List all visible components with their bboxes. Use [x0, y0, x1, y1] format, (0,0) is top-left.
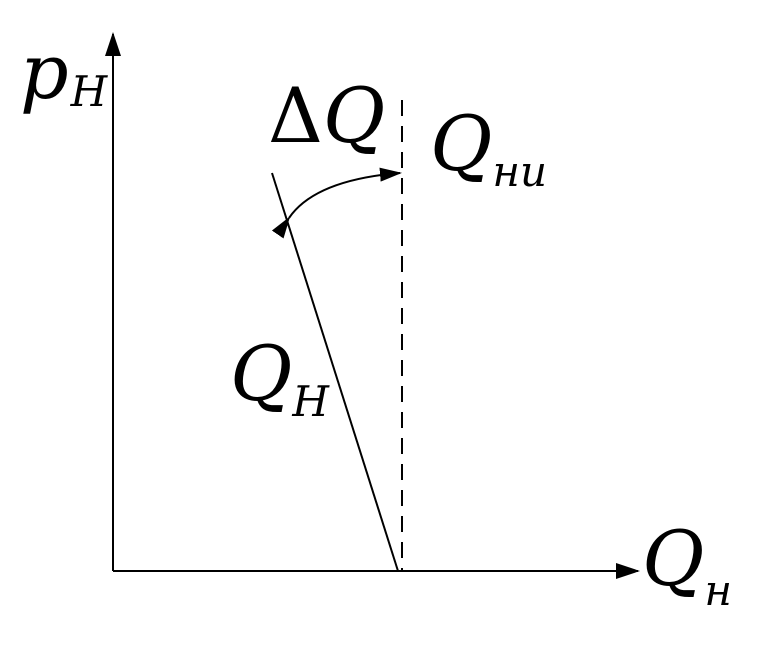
- real-flow-line: [271, 172, 399, 572]
- delta-label: ΔQ: [268, 71, 385, 160]
- delta-arc-arrow: [271, 167, 402, 239]
- ideal-line-label: Qни: [430, 99, 547, 196]
- x-axis-label: Qн: [642, 514, 732, 615]
- y-axis-label: pH: [20, 27, 109, 116]
- real-line-label: QH: [230, 329, 330, 426]
